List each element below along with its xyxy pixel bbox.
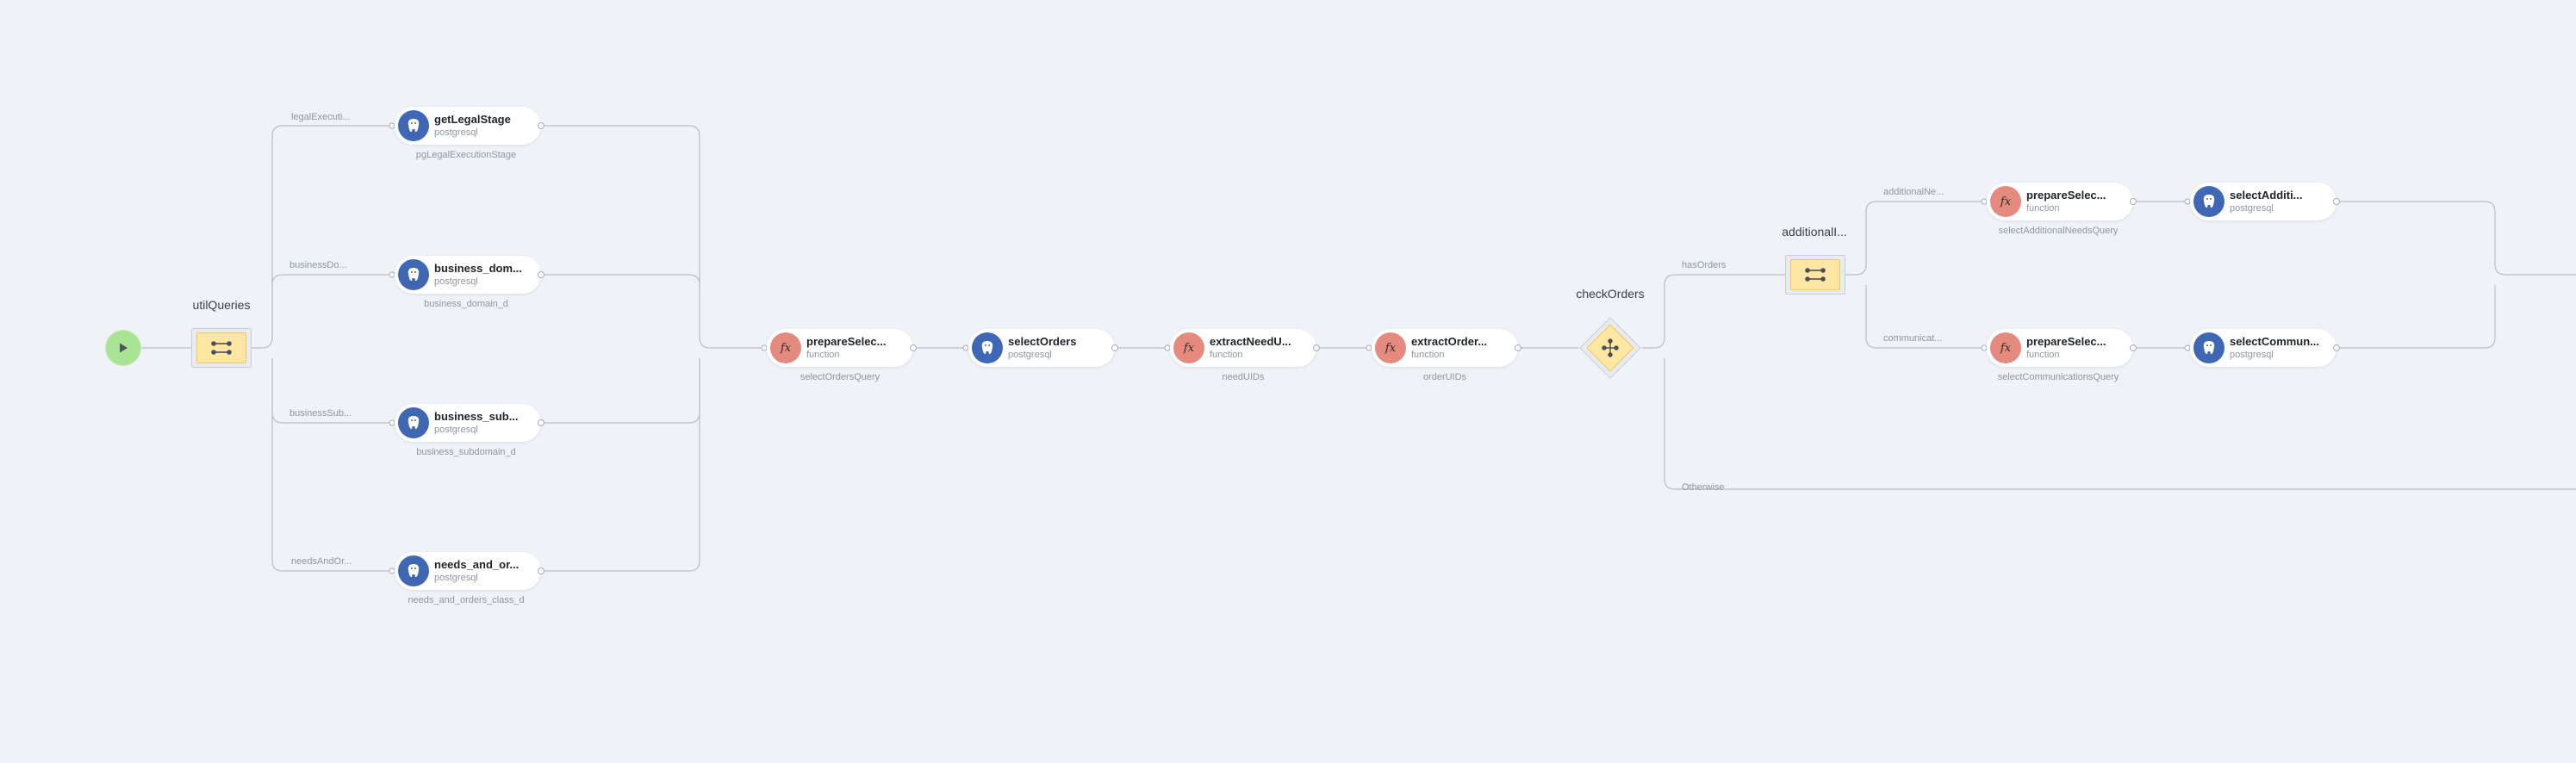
output-port[interactable] bbox=[910, 344, 917, 351]
node-title: prepareSelec... bbox=[806, 335, 887, 348]
output-port[interactable] bbox=[2333, 344, 2340, 351]
additional-parallel-node[interactable] bbox=[1785, 255, 1845, 295]
node-select-orders[interactable]: selectOrders postgresql bbox=[968, 329, 1118, 367]
node-output-label: business_subdomain_d bbox=[416, 447, 516, 457]
node-title: selectAdditi... bbox=[2230, 189, 2303, 202]
node-title: prepareSelec... bbox=[2026, 189, 2106, 202]
node-title: business_sub... bbox=[434, 410, 519, 423]
function-icon: fx bbox=[1173, 332, 1204, 363]
node-output-label: selectAdditionalNeedsQuery bbox=[1998, 226, 2119, 236]
edge-label-legal: legalExecuti... bbox=[291, 112, 351, 122]
output-port[interactable] bbox=[538, 271, 544, 278]
output-port[interactable] bbox=[1111, 344, 1118, 351]
edge-label-has-orders: hasOrders bbox=[1682, 260, 1727, 270]
node-type: postgresql bbox=[434, 127, 478, 138]
output-port[interactable] bbox=[538, 122, 544, 129]
postgresql-icon bbox=[2193, 186, 2224, 217]
output-port[interactable] bbox=[538, 419, 544, 426]
edge-label-business-sub: businessSub... bbox=[289, 408, 352, 419]
additional-title: additionalI... bbox=[1782, 225, 1847, 239]
edge-label-otherwise: Otherwise bbox=[1682, 482, 1725, 493]
node-title: getLegalStage bbox=[434, 113, 511, 126]
function-icon: fx bbox=[770, 332, 801, 363]
node-title: extractOrder... bbox=[1411, 335, 1488, 348]
node-extract-order-uids[interactable]: fx extractOrder... function bbox=[1372, 329, 1521, 367]
node-title: selectOrders bbox=[1008, 335, 1077, 348]
edge-label-communications: communicat... bbox=[1883, 333, 1943, 344]
node-type: function bbox=[2026, 203, 2060, 214]
node-title: selectCommun... bbox=[2230, 335, 2320, 348]
check-orders-choice-node[interactable] bbox=[1578, 316, 1642, 380]
parallel-branch-icon bbox=[211, 341, 232, 355]
node-type: function bbox=[1411, 350, 1445, 360]
node-type: postgresql bbox=[434, 425, 478, 435]
node-needs-and-orders[interactable]: needs_and_or... postgresql bbox=[395, 552, 544, 590]
node-business-sub[interactable]: business_sub... postgresql bbox=[395, 404, 544, 442]
output-port[interactable] bbox=[1313, 344, 1320, 351]
node-output-label: pgLegalExecutionStage bbox=[415, 150, 517, 160]
node-prepare-select-orders[interactable]: fx prepareSelec... function bbox=[767, 329, 917, 367]
util-queries-title: utilQueries bbox=[192, 298, 251, 312]
node-output-label: business_domain_d bbox=[424, 299, 508, 309]
node-title: needs_and_or... bbox=[434, 558, 520, 571]
node-output-label: needs_and_orders_class_d bbox=[408, 595, 525, 605]
node-type: function bbox=[1210, 350, 1243, 360]
output-port[interactable] bbox=[2130, 198, 2137, 205]
node-output-label: selectCommunicationsQuery bbox=[1997, 372, 2119, 382]
output-port[interactable] bbox=[538, 568, 544, 574]
output-port[interactable] bbox=[2130, 344, 2137, 351]
node-type: postgresql bbox=[1008, 350, 1052, 360]
node-get-legal-stage[interactable]: getLegalStage postgresql bbox=[395, 107, 544, 145]
node-select-communications[interactable]: selectCommun... postgresql bbox=[2190, 329, 2340, 367]
util-queries-parallel-node[interactable] bbox=[191, 328, 252, 368]
function-icon: fx bbox=[1375, 332, 1406, 363]
node-extract-need-uids[interactable]: fx extractNeedU... function bbox=[1170, 329, 1320, 367]
node-prepare-select-additional[interactable]: fx prepareSelec... function bbox=[1987, 183, 2137, 220]
node-type: postgresql bbox=[434, 573, 478, 583]
node-output-label: selectOrdersQuery bbox=[800, 372, 880, 382]
node-type: postgresql bbox=[434, 276, 478, 287]
node-output-label: orderUIDs bbox=[1422, 372, 1467, 382]
start-node[interactable] bbox=[106, 331, 140, 365]
postgresql-icon bbox=[398, 555, 429, 586]
check-orders-title: checkOrders bbox=[1576, 287, 1645, 301]
play-icon bbox=[120, 343, 128, 353]
output-port[interactable] bbox=[1515, 344, 1521, 351]
node-title: prepareSelec... bbox=[2026, 335, 2106, 348]
parallel-branch-icon bbox=[1805, 268, 1826, 282]
node-select-additional[interactable]: selectAdditi... postgresql bbox=[2190, 183, 2340, 220]
function-icon: fx bbox=[1990, 186, 2021, 217]
postgresql-icon bbox=[398, 407, 429, 438]
postgresql-icon bbox=[972, 332, 1003, 363]
edge-label-additional-needs: additionalNe... bbox=[1883, 187, 1944, 197]
edge-label-business-domain: businessDo... bbox=[289, 260, 347, 270]
node-type: function bbox=[2026, 350, 2060, 360]
edge-label-needs: needsAndOr... bbox=[291, 556, 352, 567]
node-title: extractNeedU... bbox=[1210, 335, 1291, 348]
choice-icon bbox=[1579, 317, 1641, 379]
postgresql-icon bbox=[398, 110, 429, 141]
postgresql-icon bbox=[398, 259, 429, 290]
node-title: business_dom... bbox=[434, 262, 522, 275]
node-type: postgresql bbox=[2230, 350, 2274, 360]
node-type: postgresql bbox=[2230, 203, 2274, 214]
node-type: function bbox=[806, 350, 840, 360]
node-business-domain[interactable]: business_dom... postgresql bbox=[395, 256, 544, 294]
node-output-label: needUIDs bbox=[1222, 372, 1265, 382]
node-prepare-select-communications[interactable]: fx prepareSelec... function bbox=[1987, 329, 2137, 367]
function-icon: fx bbox=[1990, 332, 2021, 363]
postgresql-icon bbox=[2193, 332, 2224, 363]
output-port[interactable] bbox=[2333, 198, 2340, 205]
